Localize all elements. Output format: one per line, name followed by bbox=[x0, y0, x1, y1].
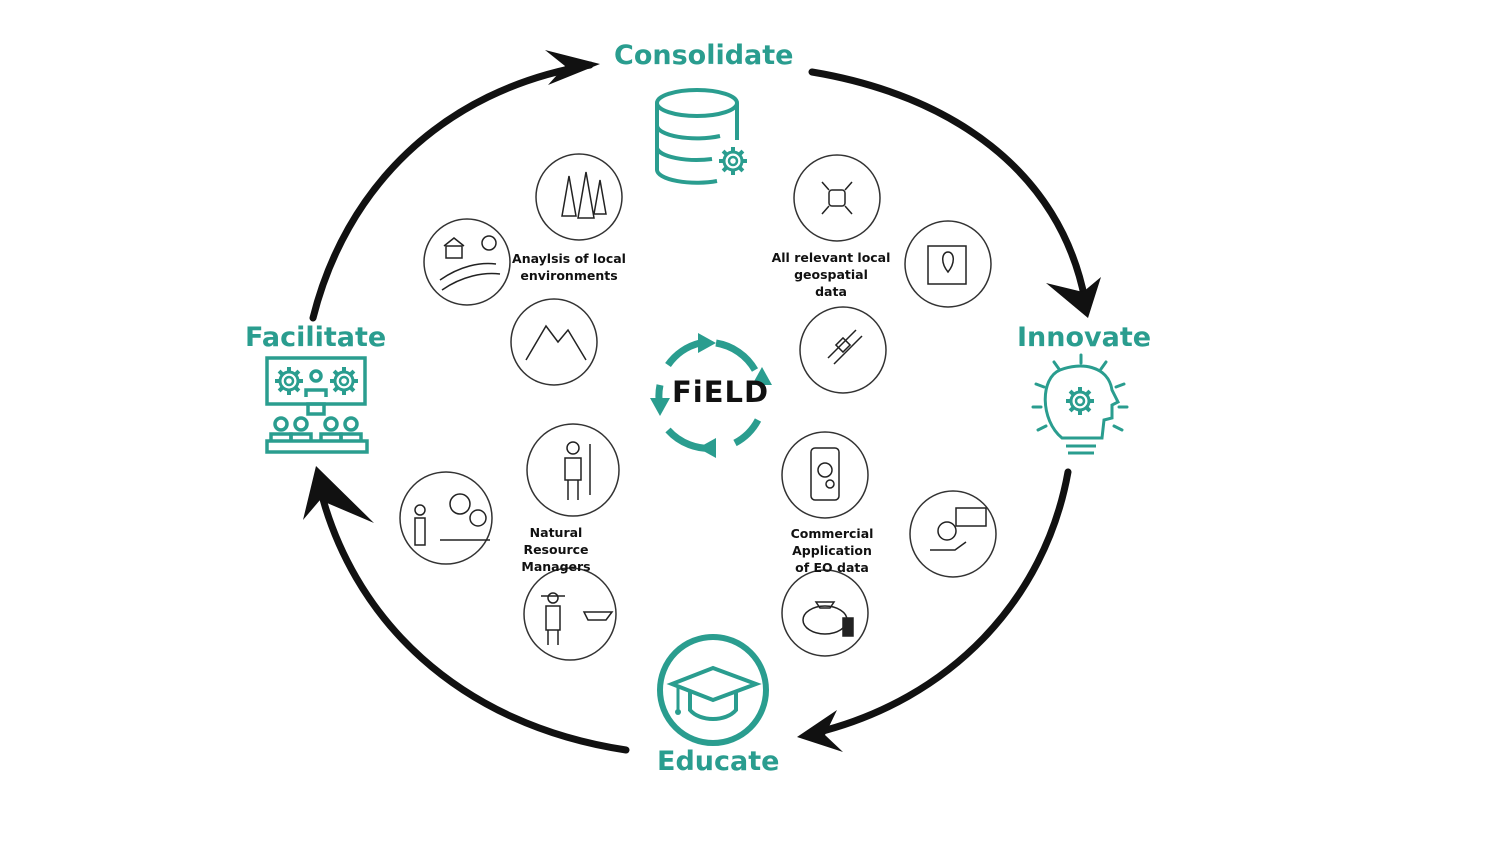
cycle-arrow-consolidate-to-innovate bbox=[808, 68, 1101, 318]
stage-label-innovate: Innovate bbox=[1017, 322, 1152, 353]
cycle-arrowheads bbox=[650, 333, 772, 458]
group-label-environments: Anaylsis of local environments bbox=[512, 251, 626, 283]
job-payment-icon bbox=[909, 490, 997, 578]
farmland-house-icon bbox=[423, 218, 511, 306]
database-gear-icon bbox=[655, 88, 749, 185]
group-label-geospatial: All relevant local geospatial data bbox=[771, 250, 891, 299]
drone-operator-forest-icon bbox=[399, 471, 493, 565]
stage-label-facilitate: Facilitate bbox=[245, 322, 387, 353]
group-label-managers: Natural Resource Managers bbox=[521, 525, 591, 574]
fisherman-boat-icon bbox=[523, 567, 617, 661]
farmer-pitchfork-icon bbox=[526, 423, 620, 517]
cycle-arrows-icon bbox=[655, 339, 762, 452]
graduation-cap-icon bbox=[657, 634, 769, 746]
stage-label-educate: Educate bbox=[657, 746, 780, 777]
pine-trees-icon bbox=[535, 153, 623, 241]
treasure-map-icon bbox=[904, 220, 992, 308]
center-logo: FiELD bbox=[672, 375, 770, 409]
satellite-icon bbox=[799, 306, 887, 394]
cycle-arrow-facilitate-to-consolidate bbox=[309, 50, 600, 322]
global-industry-icon bbox=[781, 569, 869, 657]
presentation-audience-icon bbox=[265, 356, 369, 454]
lightbulb-gear-icon bbox=[1031, 353, 1129, 455]
mountains-icon bbox=[510, 298, 598, 386]
group-label-commercial: Commercial Application of EO data bbox=[790, 526, 874, 575]
smartphone-app-icon bbox=[781, 431, 869, 519]
stage-label-consolidate: Consolidate bbox=[614, 40, 794, 71]
cycle-arrow-educate-to-facilitate bbox=[303, 466, 630, 754]
cycle-arrow-innovate-to-educate bbox=[797, 468, 1072, 752]
drone-icon bbox=[793, 154, 881, 242]
